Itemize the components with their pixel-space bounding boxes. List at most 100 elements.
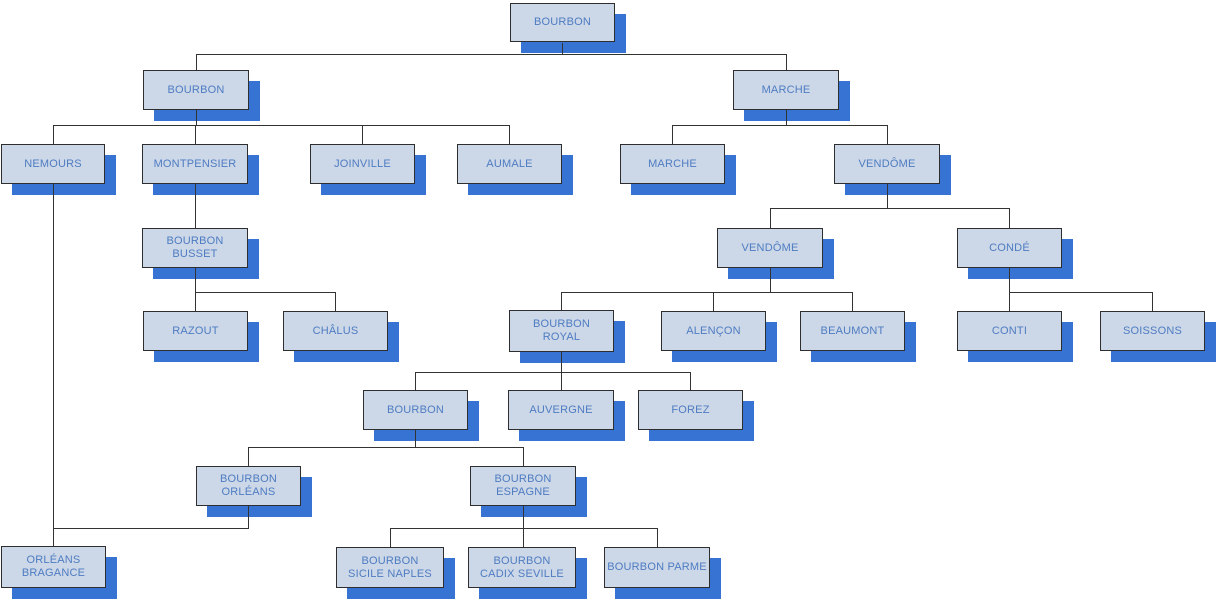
tree-node-chalus[interactable]: CHÂLUS: [283, 311, 399, 362]
node-box: CHÂLUS: [283, 311, 388, 351]
connector-segment: [672, 125, 673, 144]
connector-segment: [770, 208, 1010, 209]
tree-node-conde[interactable]: CONDÉ: [957, 228, 1073, 279]
node-box: BOURBON SICILE NAPLES: [336, 547, 444, 588]
node-label: BOURBON: [533, 16, 592, 28]
node-label: CONDÉ: [989, 241, 1030, 254]
node-box: BOURBON: [363, 390, 468, 430]
node-label: RAZOUT: [172, 324, 219, 337]
connector-segment: [390, 528, 658, 529]
connector-segment: [786, 54, 787, 70]
connector-segment: [713, 292, 714, 311]
connector-segment: [248, 447, 524, 448]
node-label: BOURBON ORLÉANS: [219, 473, 278, 498]
tree-node-vendome-elder[interactable]: VENDÔME: [834, 144, 951, 195]
connector-segment: [415, 430, 416, 447]
node-box: BOURBON: [143, 70, 249, 110]
tree-node-alencon[interactable]: ALENÇON: [661, 311, 777, 362]
tree-node-bourbon-busset[interactable]: BOURBON BUSSET: [142, 228, 259, 279]
node-box: ORLÉANS BRAGANCE: [1, 546, 106, 588]
node-box: MONTPENSIER: [142, 144, 248, 184]
node-label: AUVERGNE: [529, 403, 593, 416]
tree-node-marche-branch[interactable]: MARCHE: [733, 70, 850, 121]
connector-segment: [1009, 268, 1010, 311]
connector-segment: [195, 268, 196, 292]
node-label: CONTI: [991, 324, 1028, 337]
node-box: BOURBON: [510, 3, 615, 42]
tree-node-beaumont[interactable]: BEAUMONT: [800, 311, 916, 362]
connector-segment: [390, 528, 391, 547]
tree-node-bourbon-root[interactable]: BOURBON: [510, 3, 626, 53]
node-box: CONDÉ: [957, 228, 1062, 268]
tree-node-bourbon-cadet[interactable]: BOURBON: [363, 390, 479, 441]
tree-node-bourbon-cadix-seville[interactable]: BOURBON CADIX SEVILLE: [468, 547, 587, 599]
node-box: BOURBON CADIX SEVILLE: [468, 547, 576, 588]
connector-segment: [887, 184, 888, 208]
tree-node-auvergne[interactable]: AUVERGNE: [508, 390, 625, 441]
tree-node-bourbon-sicile-naples[interactable]: BOURBON SICILE NAPLES: [336, 547, 455, 599]
node-label: SOISSONS: [1122, 324, 1183, 337]
connector-segment: [690, 372, 691, 390]
connector-segment: [887, 125, 888, 144]
connector-segment: [248, 447, 249, 466]
node-box: BOURBON PARME: [604, 547, 710, 588]
tree-node-bourbon-orleans[interactable]: BOURBON ORLÉANS: [196, 466, 312, 517]
connector-segment: [195, 292, 336, 293]
node-label: BOURBON: [167, 83, 225, 96]
connector-segment: [195, 292, 196, 311]
node-box: RAZOUT: [143, 311, 248, 351]
tree-node-orleans-bragance[interactable]: ORLÉANS BRAGANCE: [1, 546, 117, 599]
tree-node-marche-cadet[interactable]: MARCHE: [620, 144, 736, 195]
connector-segment: [53, 528, 249, 529]
node-label: ORLÉANS BRAGANCE: [21, 554, 86, 579]
tree-node-joinville[interactable]: JOINVILLE: [310, 144, 426, 195]
connector-segment: [1009, 208, 1010, 228]
tree-node-bourbon-branch[interactable]: BOURBON: [143, 70, 260, 121]
connector-segment: [195, 184, 196, 228]
connector-segment: [195, 125, 196, 144]
tree-node-bourbon-parme[interactable]: BOURBON PARME: [604, 547, 721, 599]
tree-node-conti[interactable]: CONTI: [957, 311, 1073, 362]
connector-segment: [562, 43, 563, 55]
node-label: ALENÇON: [686, 324, 741, 337]
connector-segment: [415, 372, 691, 373]
connector-segment: [561, 292, 562, 310]
tree-node-bourbon-espagne[interactable]: BOURBON ESPAGNE: [470, 466, 587, 517]
connector-segment: [53, 125, 510, 126]
node-label: MARCHE: [761, 83, 811, 96]
node-box: BOURBON BUSSET: [142, 228, 248, 268]
connector-segment: [770, 268, 771, 292]
node-label: BOURBON: [386, 403, 445, 416]
tree-node-vendome-cadet[interactable]: VENDÔME: [717, 228, 834, 279]
node-label: AUMALE: [486, 157, 533, 170]
connector-segment: [53, 184, 54, 546]
connector-segment: [196, 54, 787, 55]
tree-node-soissons[interactable]: SOISSONS: [1100, 311, 1216, 362]
node-label: BOURBON CADIX SEVILLE: [480, 554, 564, 580]
node-label: CHÂLUS: [312, 324, 359, 337]
node-label: BOURBON ROYAL: [532, 318, 591, 343]
node-label: VENDÔME: [741, 241, 799, 254]
connector-segment: [1009, 292, 1153, 293]
connector-segment: [523, 506, 524, 547]
node-box: BOURBON ROYAL: [509, 310, 614, 352]
tree-node-bourbon-royal[interactable]: BOURBON ROYAL: [509, 310, 625, 363]
node-label: JOINVILLE: [334, 157, 391, 170]
connector-segment: [248, 506, 249, 528]
node-box: VENDÔME: [834, 144, 940, 184]
connector-segment: [770, 208, 771, 228]
node-box: AUMALE: [457, 144, 562, 184]
node-label: BOURBON PARME: [607, 561, 707, 573]
node-box: SOISSONS: [1100, 311, 1205, 351]
tree-node-montpensier[interactable]: MONTPENSIER: [142, 144, 259, 195]
tree-node-forez[interactable]: FOREZ: [638, 390, 754, 441]
tree-node-aumale[interactable]: AUMALE: [457, 144, 573, 195]
node-box: NEMOURS: [1, 144, 105, 184]
tree-node-razout[interactable]: RAZOUT: [143, 311, 259, 362]
connector-segment: [561, 292, 853, 293]
node-label: MARCHE: [648, 157, 697, 170]
connector-segment: [415, 372, 416, 390]
tree-node-nemours[interactable]: NEMOURS: [1, 144, 116, 195]
node-box: JOINVILLE: [310, 144, 415, 184]
